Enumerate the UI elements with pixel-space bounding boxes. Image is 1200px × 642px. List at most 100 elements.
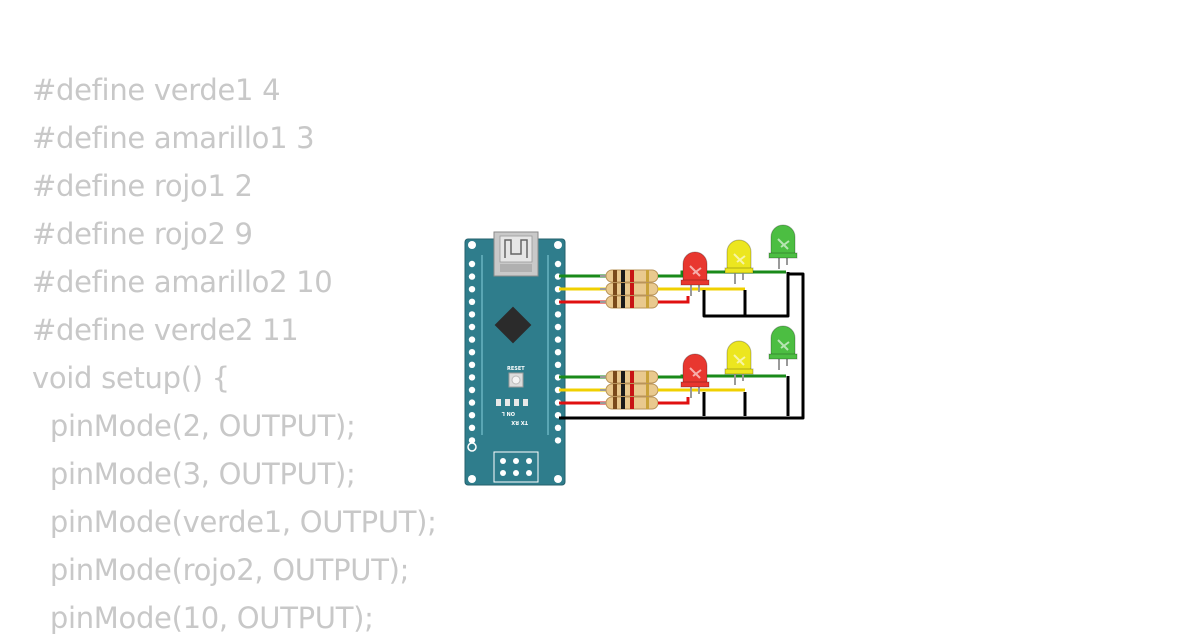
led-body bbox=[682, 251, 708, 283]
led-array bbox=[680, 224, 798, 398]
header-pin bbox=[554, 311, 562, 318]
resistor-band bbox=[646, 397, 649, 409]
signal-wires-top bbox=[559, 274, 606, 304]
led-rim bbox=[724, 267, 754, 274]
header-pin bbox=[554, 386, 562, 394]
header-pin bbox=[468, 399, 476, 406]
header-pin bbox=[468, 286, 476, 293]
test-point bbox=[467, 442, 477, 452]
header-pin bbox=[554, 323, 562, 331]
led-highlight bbox=[689, 367, 702, 379]
mounting-hole bbox=[468, 241, 476, 249]
resistor bbox=[600, 295, 664, 309]
header-pin bbox=[468, 298, 476, 305]
header-pin bbox=[468, 437, 476, 444]
led-rim bbox=[680, 279, 710, 286]
header-pin bbox=[468, 374, 476, 381]
resistor-band bbox=[613, 296, 617, 308]
tx-led bbox=[514, 399, 519, 406]
code-line: pinMode(rojo2, OUTPUT); bbox=[32, 553, 410, 587]
resistor bbox=[600, 396, 664, 410]
code-line: #define verde1 4 bbox=[32, 73, 281, 107]
resistor bbox=[600, 370, 664, 384]
resistor-band bbox=[630, 270, 634, 282]
code-listing: #define verde1 4 #define amarillo1 3 #defi… bbox=[32, 66, 437, 642]
header-pin bbox=[468, 349, 476, 356]
resistor-band bbox=[621, 283, 625, 295]
resistor-band bbox=[630, 384, 634, 396]
header-pin bbox=[468, 361, 476, 368]
resistor-band bbox=[630, 283, 634, 295]
resistor-band bbox=[621, 296, 625, 308]
header-pin bbox=[468, 323, 476, 331]
led-feed-wires-top bbox=[658, 270, 786, 304]
usb-connector bbox=[493, 231, 539, 277]
code-line: pinMode(10, OUTPUT); bbox=[32, 601, 374, 635]
led-body bbox=[770, 224, 796, 256]
txrx-label: TX RX bbox=[511, 419, 528, 425]
l-led bbox=[505, 399, 510, 406]
code-line: pinMode(2, OUTPUT); bbox=[32, 409, 356, 443]
led-feed-wires-bottom bbox=[658, 374, 786, 405]
resistor-band bbox=[630, 296, 634, 308]
led bbox=[680, 251, 710, 296]
header-pin bbox=[554, 437, 562, 444]
header-pin bbox=[554, 336, 562, 343]
mounting-hole bbox=[554, 241, 562, 249]
resistor-band bbox=[613, 270, 617, 282]
ground-wires bbox=[559, 272, 805, 420]
power-led bbox=[496, 399, 501, 406]
led-highlight bbox=[689, 265, 702, 277]
reset-button-cap bbox=[511, 375, 521, 385]
header-pin bbox=[468, 424, 476, 431]
resistor bbox=[600, 269, 664, 283]
header-pin bbox=[554, 361, 562, 368]
resistor-band bbox=[613, 397, 617, 409]
header-pin bbox=[468, 386, 476, 394]
mounting-hole bbox=[468, 475, 476, 483]
resistor-band bbox=[621, 384, 625, 396]
led bbox=[768, 325, 798, 370]
left-pin-labels bbox=[481, 255, 483, 435]
led-rim bbox=[724, 368, 754, 375]
code-line: #define amarillo1 3 bbox=[32, 121, 315, 155]
resistor bbox=[600, 383, 664, 397]
resistor-band bbox=[630, 371, 634, 383]
header-pin bbox=[468, 260, 476, 268]
right-pin-labels bbox=[547, 255, 549, 435]
code-line: pinMode(verde1, OUTPUT); bbox=[32, 505, 437, 539]
code-line: #define rojo2 9 bbox=[32, 217, 253, 251]
led bbox=[768, 224, 798, 269]
resistor-array bbox=[600, 269, 664, 410]
resistor-band bbox=[630, 397, 634, 409]
left-pin-header bbox=[468, 260, 476, 444]
led-body bbox=[726, 340, 752, 372]
code-line: #define rojo1 2 bbox=[32, 169, 253, 203]
resistor-band bbox=[646, 283, 649, 295]
resistor bbox=[600, 282, 664, 296]
led-highlight bbox=[733, 253, 746, 265]
led bbox=[724, 340, 754, 385]
reset-label: RESET bbox=[507, 366, 525, 372]
header-pin bbox=[468, 412, 476, 419]
resistor-band bbox=[646, 384, 649, 396]
resistor-band bbox=[613, 384, 617, 396]
resistor-band bbox=[646, 270, 649, 282]
led-body bbox=[726, 239, 752, 271]
rx-led bbox=[523, 399, 528, 406]
header-pin bbox=[468, 336, 476, 343]
resistor-band bbox=[613, 283, 617, 295]
resistor-band bbox=[621, 397, 625, 409]
header-pin bbox=[468, 311, 476, 318]
header-pin bbox=[554, 349, 562, 356]
resistor-band bbox=[621, 270, 625, 282]
mounting-hole bbox=[554, 475, 562, 483]
led-highlight bbox=[733, 354, 746, 366]
led-rim bbox=[768, 353, 798, 360]
header-pin bbox=[554, 260, 562, 268]
code-line: #define amarillo2 10 bbox=[32, 265, 333, 299]
led-highlight bbox=[777, 339, 790, 351]
resistor-band bbox=[646, 371, 649, 383]
resistor-band bbox=[621, 371, 625, 383]
